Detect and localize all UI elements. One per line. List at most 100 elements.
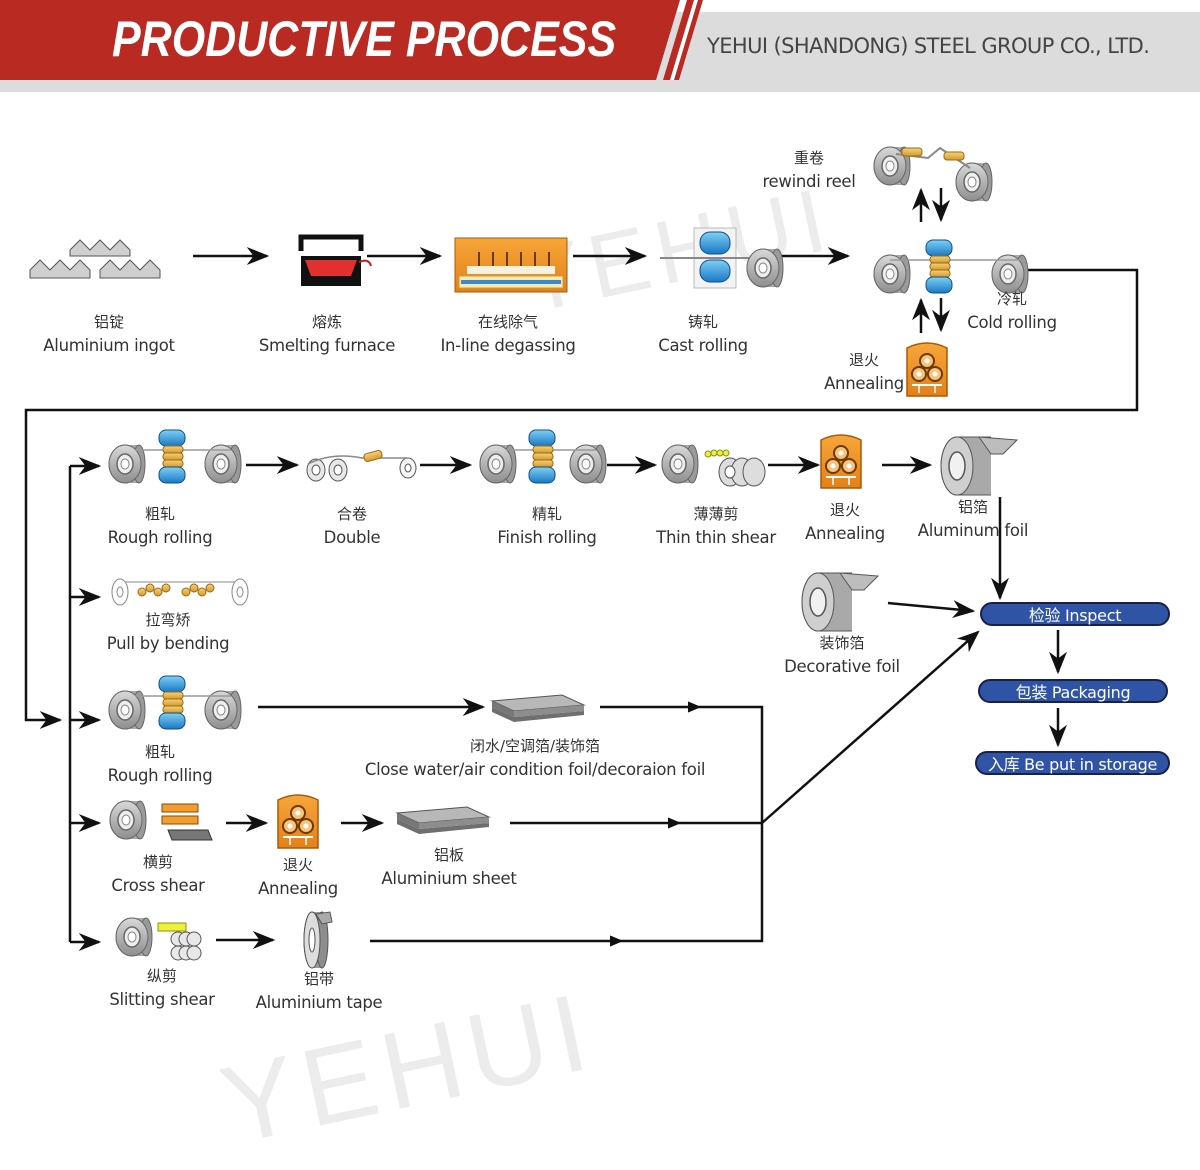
step-label-cn: 退火	[829, 501, 860, 519]
step-label-en: Aluminium ingot	[43, 336, 175, 355]
step-aluminum-foil: 铝箔 Aluminum foil	[917, 496, 1029, 542]
aluminum-foil-icon	[940, 436, 1018, 496]
step-label-cn: 铝板	[433, 846, 465, 864]
rough-rolling-icon	[108, 429, 242, 484]
annealing-furnace-icon	[906, 342, 948, 397]
step-label-en: Annealing	[805, 524, 885, 543]
arrow-connector	[887, 600, 976, 619]
step-cast-rolling: 铸轧 Cast rolling	[658, 311, 748, 357]
merge-connector	[600, 705, 764, 823]
step-label-en: Cross shear	[111, 876, 205, 895]
cross-shear-icon	[109, 800, 213, 841]
annealing-furnace-icon	[277, 794, 319, 849]
step-aluminium-tape: 铝带 Aluminium tape	[256, 968, 383, 1014]
step-label-en: Aluminium sheet	[381, 869, 517, 888]
step-rough-rolling: 粗轧 Rough rolling	[108, 741, 213, 787]
step-label-en: Cast rolling	[658, 336, 748, 355]
step-label-cn: 拉弯矫	[145, 611, 191, 629]
step-label-cn: 精轧	[531, 505, 562, 523]
step-label-cn: 冷轧	[996, 290, 1027, 308]
step-aluminium-sheet: 铝板 Aluminium sheet	[381, 844, 516, 890]
step-slitting-shear: 纵剪 Slitting shear	[109, 965, 215, 1011]
step-annealing: 退火 Annealing	[258, 854, 338, 900]
step-label-en: Cold rolling	[967, 313, 1057, 332]
step-label-en: Decorative foil	[784, 657, 900, 676]
step-label-en: Rough rolling	[107, 766, 213, 785]
step-label-cn: 铝箔	[957, 498, 988, 516]
aluminium-tape-icon	[303, 911, 333, 969]
slitting-shear-icon	[115, 917, 202, 961]
step-decorative-foil: 装饰箔 Decorative foil	[784, 632, 900, 678]
step-label-en: Annealing	[824, 374, 904, 393]
step-double: 合卷 Double	[324, 503, 381, 549]
step-pull-bending: 拉弯矫 Pull by bending	[107, 609, 230, 655]
final-step-packaging: 包装 Packaging	[978, 679, 1168, 703]
arrow-connector	[831, 251, 845, 261]
arrow-connector	[761, 630, 980, 824]
page-title: PRODUCTIVE PROCESS	[112, 11, 617, 67]
step-label-en: Rough rolling	[107, 528, 213, 547]
step-label-cn: 在线除气	[477, 313, 538, 331]
step-annealing: 退火 Annealing	[805, 499, 885, 545]
rewind-reel-icon	[873, 146, 993, 202]
step-label-cn: 粗轧	[144, 505, 176, 523]
step-label-cn: 铸轧	[687, 313, 719, 331]
step-close-water-foil: 闭水/空调箔/装饰箔 Close water/air condition foi…	[364, 735, 706, 781]
step-label-en: Pull by bending	[106, 634, 230, 653]
final-step-storage: 入库 Be put in storage	[975, 751, 1170, 775]
step-label-en: Finish rolling	[497, 528, 597, 547]
arrow-head	[687, 701, 702, 713]
step-label-en: Slitting shear	[109, 990, 215, 1009]
step-label-cn: 铝带	[303, 970, 334, 988]
step-label-cn: 装饰箔	[819, 634, 865, 652]
arrow-head	[609, 935, 624, 947]
aluminium-ingot-icon	[29, 239, 161, 279]
step-label-en: Aluminium tape	[255, 993, 383, 1012]
step-rewind-reel: 重卷 rewindi reel	[762, 147, 855, 193]
step-cross-shear: 横剪 Cross shear	[111, 851, 205, 897]
step-label-cn: 粗轧	[144, 743, 176, 761]
arrow-head	[667, 817, 682, 829]
double-icon	[306, 449, 417, 482]
step-inline-degassing: 在线除气 In-line degassing	[440, 311, 575, 357]
company-name: YEHUI (SHANDONG) STEEL GROUP CO., LTD.	[707, 34, 1150, 58]
step-label-en: Smelting furnace	[258, 336, 396, 355]
pull-bending-icon	[111, 578, 249, 606]
step-rough-rolling: 粗轧 Rough rolling	[108, 503, 213, 549]
header-red-band	[0, 0, 703, 80]
step-label-cn: 退火	[848, 351, 879, 369]
smelting-furnace-icon	[298, 234, 372, 286]
step-aluminium-ingot: 铝锭 Aluminium ingot	[43, 311, 175, 357]
step-label-en: In-line degassing	[440, 336, 576, 355]
step-finish-rolling: 精轧 Finish rolling	[497, 503, 597, 549]
step-label-cn: 合卷	[336, 505, 368, 523]
merge-connector	[370, 823, 764, 943]
cast-rolling-icon	[660, 227, 784, 289]
inline-degassing-icon	[454, 237, 568, 293]
cold-rolling-icon	[873, 239, 1029, 294]
step-label-cn: 重卷	[793, 149, 824, 167]
header-banner: PRODUCTIVE PROCESS YEHUI (SHANDONG) STEE…	[0, 0, 1200, 92]
step-annealing: 退火 Annealing	[824, 349, 904, 395]
aluminium-sheet-icon	[396, 806, 490, 835]
finish-rolling-icon	[479, 429, 607, 484]
rough-rolling-icon	[108, 675, 242, 730]
step-label-en: Aluminum foil	[917, 521, 1029, 540]
step-label-cn: 退火	[282, 856, 313, 874]
final-step-inspect: 检验 Inspect	[980, 602, 1170, 626]
decorative-foil-icon	[801, 572, 879, 632]
step-label-cn: 薄薄剪	[693, 505, 739, 523]
step-label-en: Annealing	[258, 879, 338, 898]
step-label-cn: 横剪	[142, 853, 173, 871]
step-label-en: rewindi reel	[762, 172, 856, 191]
step-label-en: Thin thin shear	[656, 528, 776, 547]
step-label-cn: 铝锭	[93, 313, 125, 331]
step-label-en: Double	[323, 528, 381, 547]
step-label-en: Close water/air condition foil/decoraion…	[364, 760, 706, 779]
process-diagram	[24, 146, 1139, 969]
step-thin-shear: 薄薄剪 Thin thin shear	[656, 503, 776, 549]
step-cold-rolling: 冷轧 Cold rolling	[967, 288, 1057, 334]
step-label-cn: 纵剪	[146, 967, 177, 985]
annealing-furnace-icon	[820, 434, 862, 489]
step-label-cn: 闭水/空调箔/装饰箔	[469, 737, 601, 755]
